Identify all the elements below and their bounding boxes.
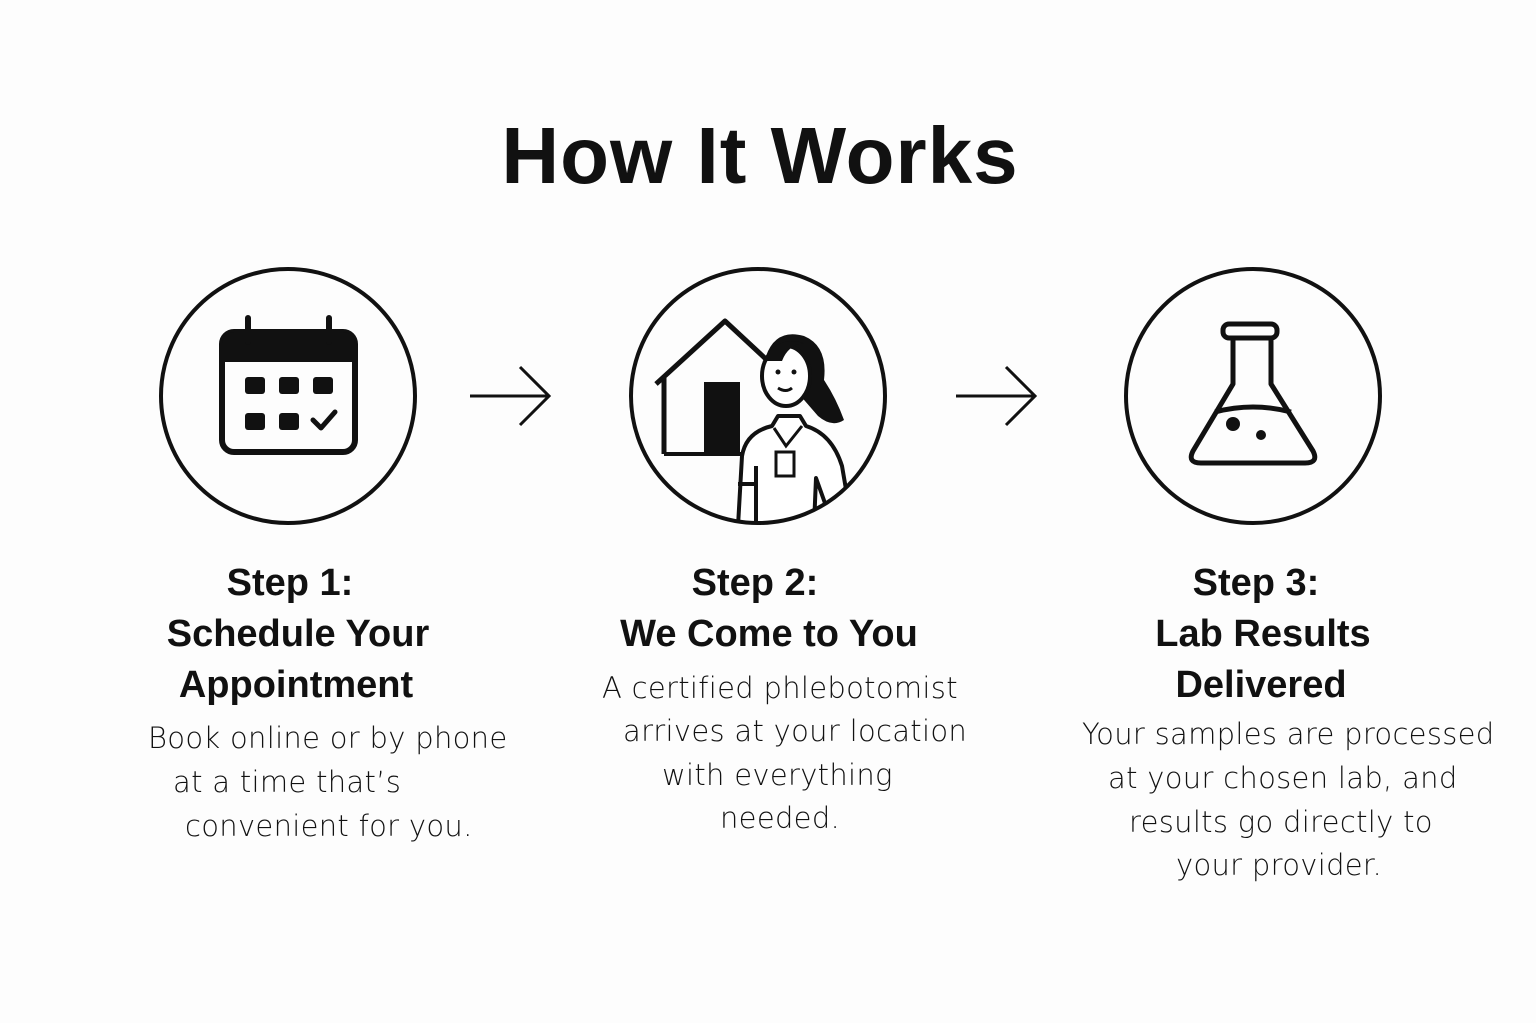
calendar-icon [159, 267, 417, 525]
step-1-title: Appointment [178, 664, 414, 706]
page-title: How It Works [501, 111, 1019, 200]
step-2-description: arrives at your location [623, 714, 968, 748]
step-2-title: We Come to You [620, 613, 918, 655]
step-3-description: Your samples are processed [1082, 717, 1495, 751]
lab-flask-icon [1124, 267, 1382, 525]
arrow-right-icon [470, 365, 552, 427]
step-2-description: with everything [662, 758, 893, 792]
step-2-description: A certified phlebotomist [602, 671, 958, 705]
step-3-title: Delivered [1175, 664, 1347, 706]
step-3-label: Step 3: [1192, 562, 1320, 604]
step-2-label: Step 2: [691, 562, 819, 604]
step-2-description: needed. [720, 801, 841, 835]
step-3-description: at your chosen lab, and [1108, 761, 1458, 795]
step-1-title: Schedule Your [166, 613, 430, 655]
step-3-description: your provider. [1176, 848, 1383, 882]
step-1-description: at a time that’s [173, 765, 402, 799]
step-1-description: convenient for you. [185, 809, 473, 843]
step-3-description: results go directly to [1129, 805, 1433, 839]
step-3-title: Lab Results [1155, 613, 1371, 655]
phlebotomist-home-icon [629, 267, 887, 525]
arrow-right-icon [956, 365, 1038, 427]
step-1-label: Step 1: [226, 562, 354, 604]
step-1-description: Book online or by phone [148, 721, 508, 755]
